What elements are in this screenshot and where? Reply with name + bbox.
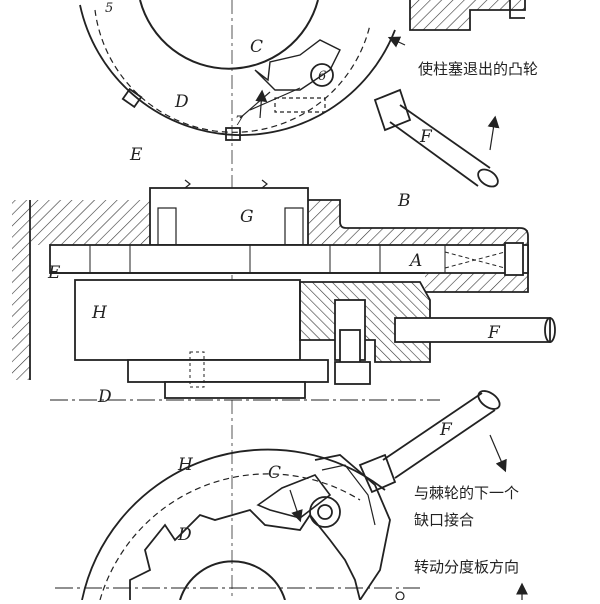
bot-note-line1: 与棘轮的下一个 — [414, 484, 519, 502]
bot-label-C: C — [268, 463, 281, 483]
mid-label-F: F — [487, 323, 501, 343]
top-label-5: 5 — [105, 1, 113, 16]
top-label-C: C — [250, 37, 263, 57]
top-label-F: F — [419, 127, 433, 147]
top-label-E: E — [129, 145, 143, 165]
top-note-cam: 使柱塞退出的凸轮 — [418, 60, 538, 78]
mid-label-A: A — [408, 251, 422, 271]
mid-label-B: B — [397, 191, 411, 211]
top-label-D: D — [174, 92, 189, 112]
top-label-6: 6 — [318, 69, 326, 84]
middle-view — [12, 179, 556, 401]
mid-label-D: D — [97, 387, 112, 407]
top-view — [79, 0, 526, 188]
mid-label-E: E — [47, 263, 61, 283]
bot-label-H: H — [177, 455, 194, 475]
mid-label-H: H — [91, 303, 108, 323]
top-label-7: 7 — [235, 114, 244, 129]
bot-label-D: D — [177, 525, 192, 545]
bot-note-direction: 转动分度板方向 — [414, 558, 519, 576]
bottom-view — [55, 390, 528, 601]
bot-label-F: F — [439, 420, 453, 440]
bot-note-line2: 缺口接合 — [414, 511, 474, 529]
mid-label-G: G — [240, 207, 254, 227]
